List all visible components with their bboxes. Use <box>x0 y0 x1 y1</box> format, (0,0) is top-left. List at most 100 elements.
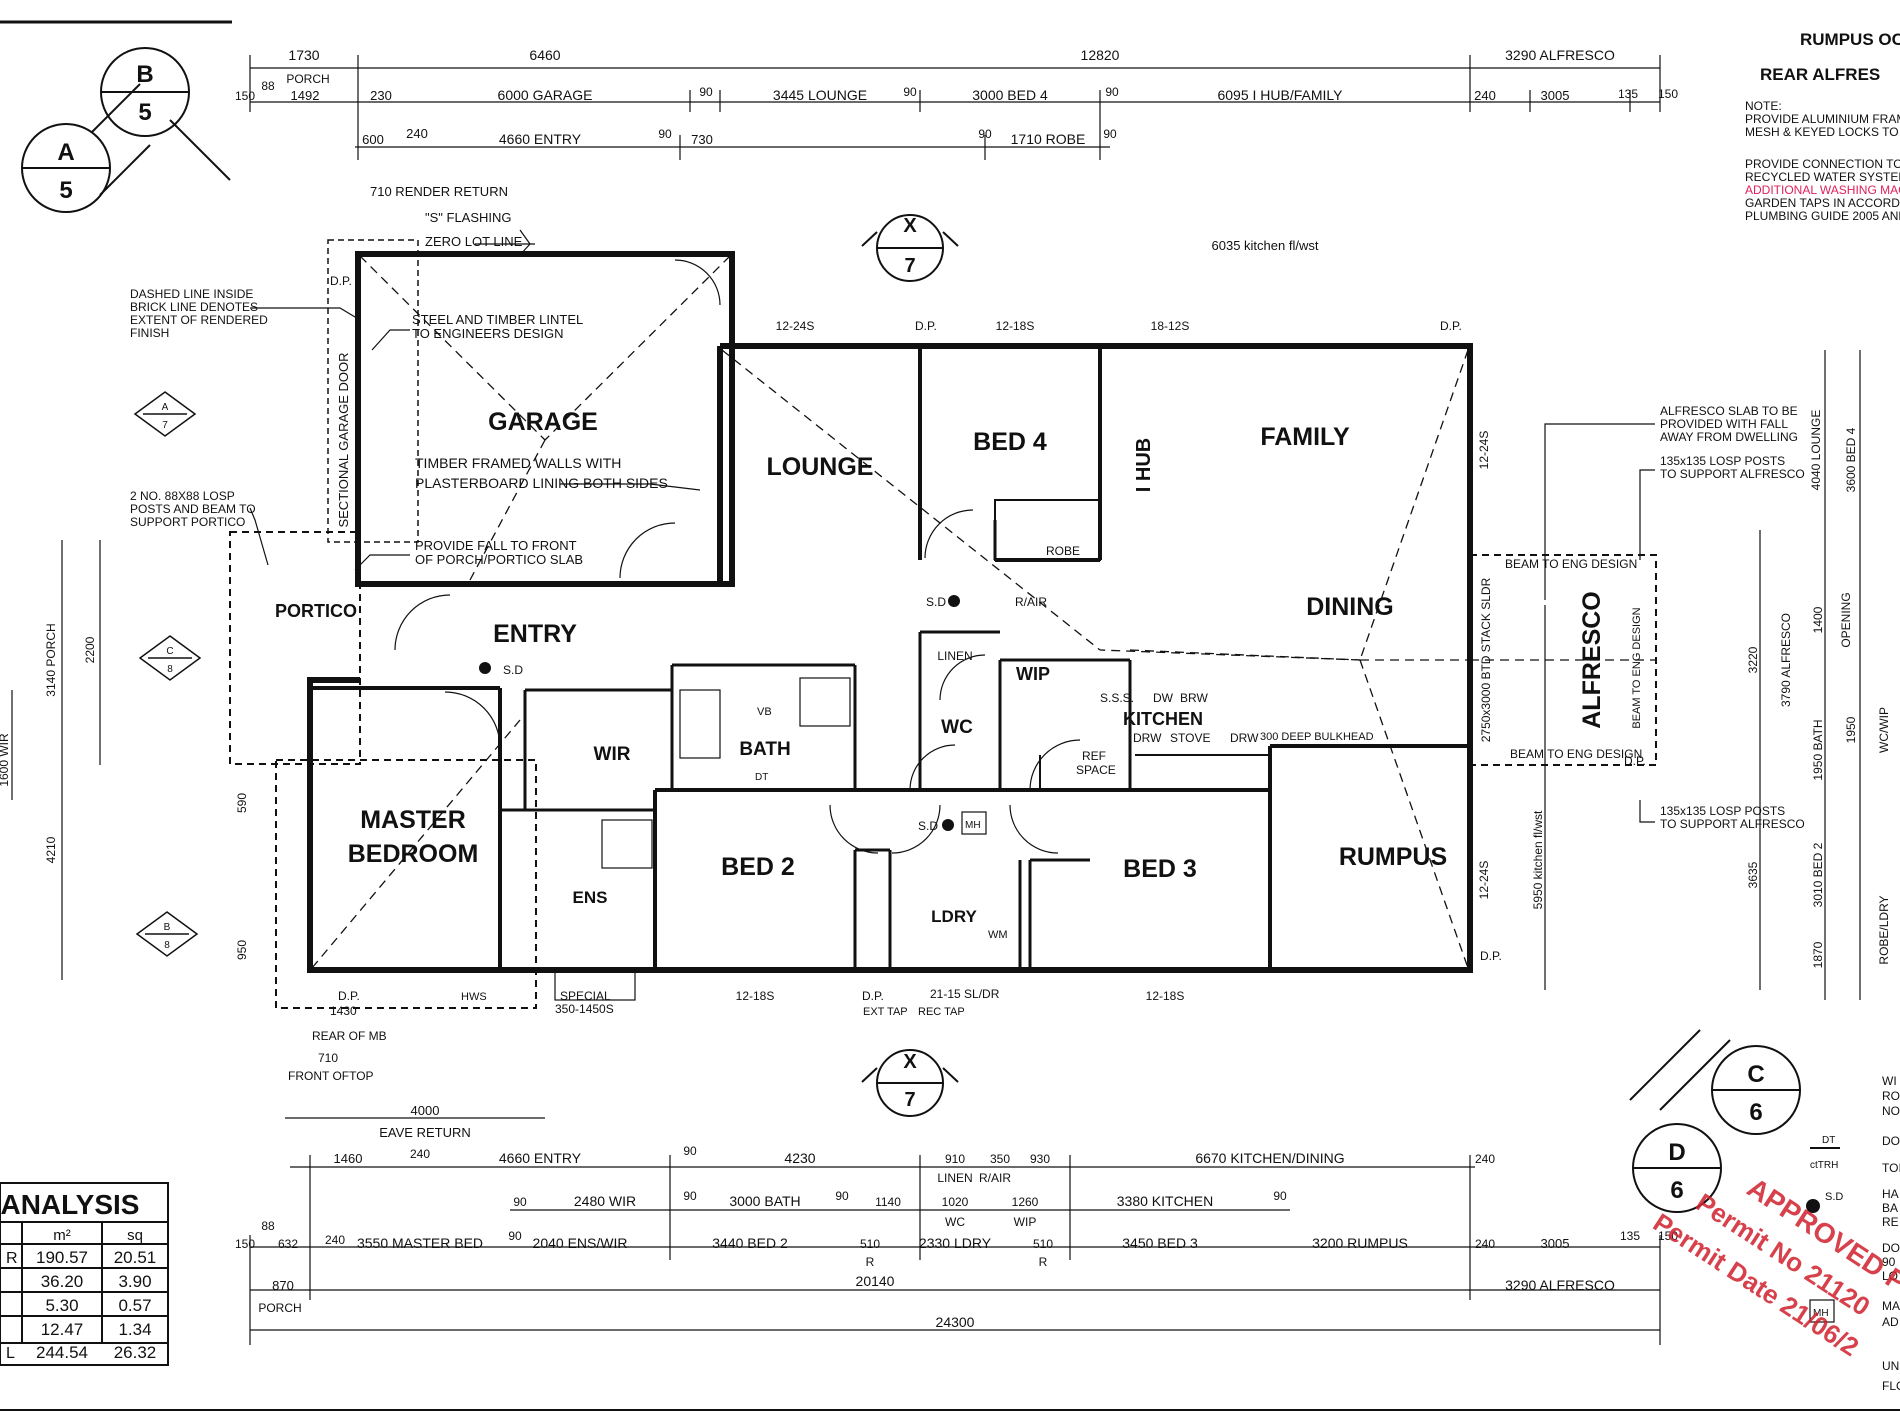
dim-bot-910: 910 <box>945 1152 965 1166</box>
header-title-1: RUMPUS OC <box>1800 30 1900 49</box>
building-walls <box>229 239 1657 1009</box>
dim-bot-1020: 1020 <box>942 1195 969 1209</box>
dim-bot-150b: 150 <box>1658 1229 1678 1243</box>
svg-text:L: L <box>6 1345 15 1362</box>
elev-c8-letter: C <box>166 646 173 657</box>
dim-right-3635: 3635 <box>1746 861 1760 888</box>
dim-right-1400: 1400 <box>1811 606 1825 633</box>
dim-bot-wip: WIP <box>1014 1215 1037 1229</box>
dim-1430: 1430 <box>330 1004 357 1018</box>
fixtures-layer: S.D S.D S.D D.P. D.P. D.P. D.P. D.P. D.P… <box>330 274 1646 1018</box>
dim-bot-240a: 240 <box>410 1147 430 1161</box>
svg-text:135x135 LOSP POSTS: 135x135 LOSP POSTS <box>1660 804 1785 818</box>
svg-text:12-24S: 12-24S <box>1477 431 1491 470</box>
note-steel-lintel: STEEL AND TIMBER LINTEL TO ENGINEERS DES… <box>412 312 583 341</box>
dim-right-1870: 1870 <box>1811 941 1825 968</box>
svg-text:EXTENT OF RENDERED: EXTENT OF RENDERED <box>130 313 268 327</box>
svg-text:12-18S: 12-18S <box>736 989 775 1003</box>
dim-710: 710 <box>318 1051 338 1065</box>
dim-bot-r2-90a: 90 <box>513 1195 527 1209</box>
door-swings <box>394 259 1081 854</box>
svg-text:TIMBER FRAMED WALLS WITH: TIMBER FRAMED WALLS WITH <box>415 455 621 471</box>
svg-text:D.P.: D.P. <box>330 274 352 288</box>
label-rear-mb: REAR OF MB <box>312 1029 387 1043</box>
dim-right-1950: 1950 <box>1844 716 1858 743</box>
svg-text:STOVE: STOVE <box>1170 731 1210 745</box>
svg-text:FINISH: FINISH <box>130 326 169 340</box>
svg-text:0.57: 0.57 <box>118 1296 151 1315</box>
svg-text:HA: HA <box>1882 1187 1899 1201</box>
dim-bot-alfresco: 3290 ALFRESCO <box>1505 1277 1615 1293</box>
dim-top-bed4: 3000 BED 4 <box>972 87 1048 103</box>
marker-x7-bottom-num: 7 <box>904 1089 915 1111</box>
elev-b8-num: 8 <box>164 940 170 951</box>
dim-bot-rumpus: 3200 RUMPUS <box>1312 1235 1408 1251</box>
svg-text:DW: DW <box>1153 691 1174 705</box>
elev-marker-c8 <box>138 635 202 681</box>
note-zero-lot: ZERO LOT LINE <box>425 234 523 249</box>
dim-left-porch: 3140 PORCH <box>44 623 58 696</box>
dim-top-90b: 90 <box>903 85 917 99</box>
dim-bot-bath: 3000 BATH <box>729 1193 800 1209</box>
svg-text:RECYCLED WATER SYSTEM: RECYCLED WATER SYSTEM <box>1745 170 1900 184</box>
svg-text:12.47: 12.47 <box>41 1320 84 1339</box>
svg-text:R: R <box>6 1250 18 1267</box>
svg-text:ALFRESCO SLAB TO BE: ALFRESCO SLAB TO BE <box>1660 404 1798 418</box>
dim-bot-632: 632 <box>278 1237 298 1251</box>
svg-text:PROVIDED WITH FALL: PROVIDED WITH FALL <box>1660 417 1788 431</box>
window-labels: 12-24S 12-18S 18-12S 12-24S 12-18S 12-18… <box>736 319 1491 1003</box>
dim-bot-1460: 1460 <box>334 1151 363 1166</box>
dim-bot-3005: 3005 <box>1541 1236 1570 1251</box>
svg-text:STEEL AND TIMBER LINTEL: STEEL AND TIMBER LINTEL <box>412 312 583 327</box>
right-dimension-lines <box>1544 350 1861 1000</box>
note-s-flashing: "S" FLASHING <box>425 210 512 225</box>
svg-text:18-12S: 18-12S <box>1151 319 1190 333</box>
room-bed4: BED 4 <box>973 428 1047 456</box>
dim-bot-4230: 4230 <box>784 1150 815 1166</box>
svg-text:REF: REF <box>1082 749 1106 763</box>
elev-c8-num: 8 <box>167 664 173 675</box>
room-garage: GARAGE <box>488 408 598 436</box>
svg-text:PROVIDE ALUMINIUM FRAME: PROVIDE ALUMINIUM FRAME <box>1745 112 1900 126</box>
dim-top-90c: 90 <box>1105 85 1119 99</box>
dim-left-950: 950 <box>235 940 249 960</box>
dim-top-3005: 3005 <box>1541 88 1570 103</box>
svg-text:DRW: DRW <box>1133 731 1162 745</box>
analysis-header-m2: m² <box>53 1227 71 1244</box>
svg-text:DT: DT <box>755 772 768 783</box>
label-beam-vert: BEAM TO ENG DESIGN <box>1631 607 1643 728</box>
dim-bot-linen: LINEN <box>937 1171 972 1185</box>
room-master-1: MASTER <box>360 806 466 834</box>
section-marker-c6 <box>1629 1029 1801 1135</box>
dim-bot-510a: 510 <box>860 1237 880 1251</box>
marker-d6-num: 6 <box>1670 1177 1683 1204</box>
label-stack-sldr: 2750x3000 BTD STACK SLDR <box>1479 577 1493 742</box>
svg-text:EXT TAP: EXT TAP <box>863 1006 908 1018</box>
dim-bot-ens-wir: 2040 ENS/WIR <box>533 1235 628 1251</box>
room-ens: ENS <box>573 888 608 907</box>
dim-right-alfresco: 3790 ALFRESCO <box>1779 613 1793 707</box>
dim-top-240: 240 <box>1474 88 1496 103</box>
room-hub: I HUB <box>1133 438 1155 492</box>
dim-top-90a: 90 <box>699 85 713 99</box>
label-special-range: 350-1450S <box>555 1002 614 1016</box>
room-wc: WC <box>941 717 973 738</box>
dim-top-230: 230 <box>370 88 392 103</box>
svg-text:135x135 LOSP POSTS: 135x135 LOSP POSTS <box>1660 454 1785 468</box>
svg-text:2 NO. 88X88 LOSP: 2 NO. 88X88 LOSP <box>130 489 235 503</box>
svg-text:R/AIR: R/AIR <box>1015 595 1047 609</box>
dim-bot-240b: 240 <box>1475 1152 1495 1166</box>
elev-a7-num: 7 <box>162 420 168 431</box>
room-linen: LINEN <box>937 649 972 663</box>
dim-top-hub-family: 6095 I HUB/FAMILY <box>1217 87 1343 103</box>
svg-text:S.D: S.D <box>1825 1191 1843 1203</box>
dim-top-240b: 240 <box>406 126 428 141</box>
marker-c6-num: 6 <box>1749 1099 1762 1126</box>
svg-text:BRW: BRW <box>1180 691 1208 705</box>
dim-bot-870: 870 <box>272 1278 294 1293</box>
dim-left-2200: 2200 <box>83 636 97 663</box>
svg-text:RO: RO <box>1882 1089 1900 1103</box>
section-marker-x7-top <box>861 214 959 282</box>
dim-bot-150a: 150 <box>235 1237 255 1251</box>
